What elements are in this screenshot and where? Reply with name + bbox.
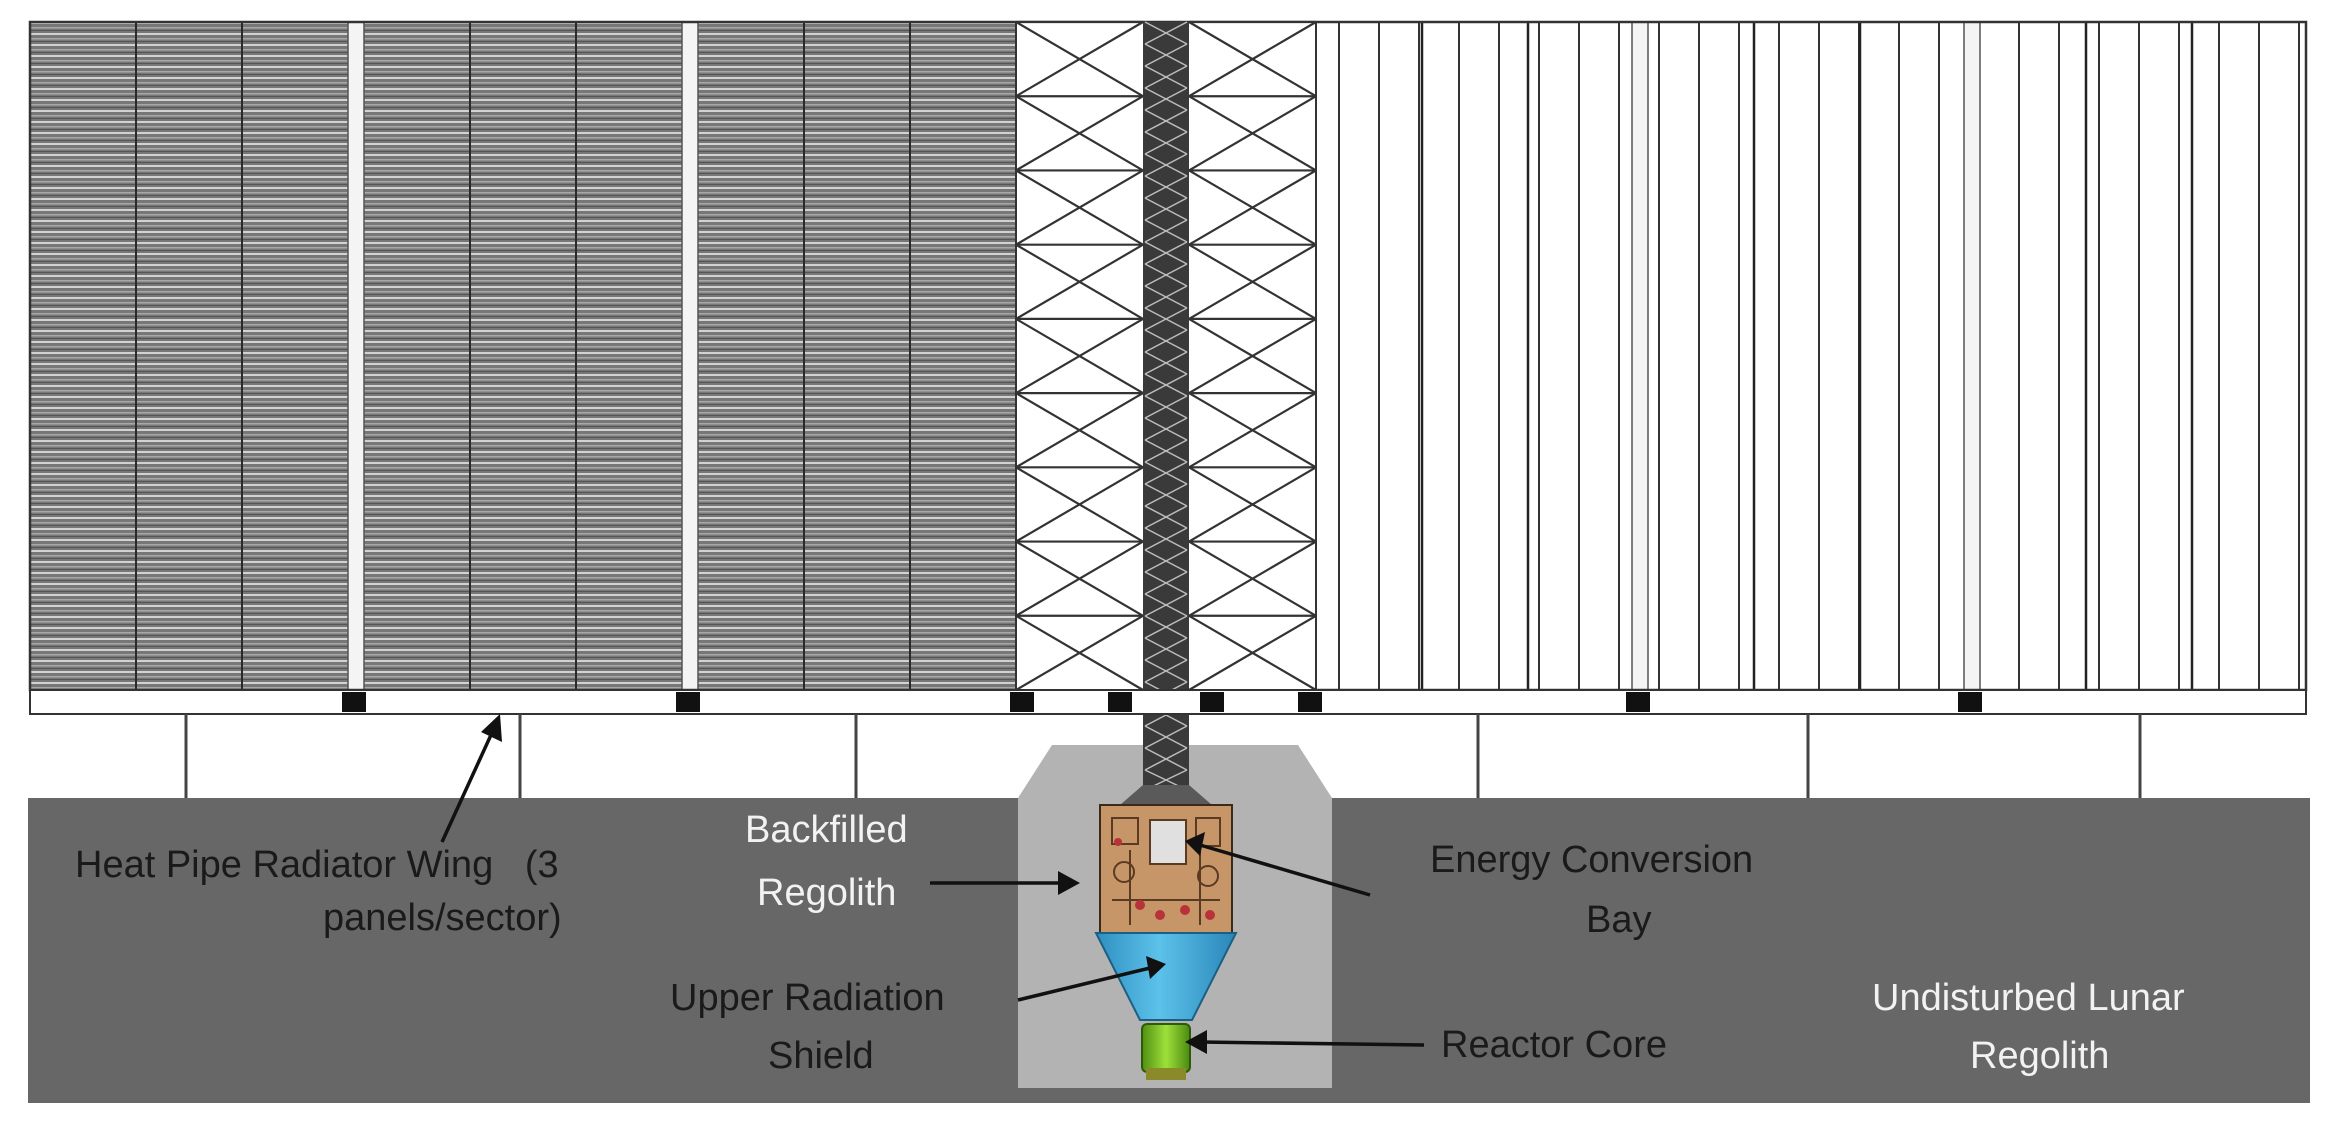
radiator-sector-left-2: [364, 22, 682, 690]
truss-member: [1015, 169, 1144, 246]
label-undisturbed-lunar: Undisturbed Lunar: [1872, 977, 2185, 1019]
mast-lattice-member: [1144, 65, 1188, 89]
mast-lattice-member: [1144, 329, 1188, 353]
label-heat-pipe-radiator-wing: Heat Pipe Radiator Wing (3: [75, 844, 559, 886]
truss-member: [1015, 614, 1144, 691]
truss-member: [1188, 95, 1317, 172]
truss-member: [1015, 21, 1144, 98]
mast-lattice-member: [1144, 395, 1188, 419]
mast-lattice-member: [1144, 615, 1188, 639]
reactor-assembly: [1094, 785, 1238, 1080]
mast-lattice-member: [1144, 747, 1188, 771]
mast-lattice-member: [1144, 725, 1188, 749]
label-backfilled: Backfilled: [745, 809, 908, 851]
radiator-sector-left-3: [698, 22, 1016, 690]
label-bay: Bay: [1586, 899, 1651, 941]
truss-member: [1188, 243, 1317, 320]
mast-lattice-member: [1144, 241, 1188, 265]
truss-member: [1015, 243, 1144, 320]
truss-member: [1015, 392, 1144, 469]
mast-lattice-member: [1144, 351, 1188, 375]
label-shield: Shield: [768, 1035, 874, 1077]
truss-member: [1188, 169, 1317, 246]
mast-lattice-member: [1144, 285, 1188, 309]
mast-lattice-member: [1144, 373, 1188, 397]
truss-member: [1188, 392, 1317, 469]
mast-lattice-member: [1144, 175, 1188, 199]
mast-lattice-member: [1144, 461, 1188, 485]
mast-lattice-member: [1144, 307, 1188, 331]
mast-lattice-member: [1144, 505, 1188, 529]
label-reactor-core: Reactor Core: [1441, 1024, 1667, 1066]
label-backfilled-regolith: Regolith: [757, 872, 896, 914]
truss-member: [1188, 466, 1317, 543]
label-undisturbed-regolith: Regolith: [1970, 1035, 2109, 1077]
radiator-array: [28, 20, 2308, 692]
radiator-sector-right-3: [1980, 22, 2306, 690]
truss-member: [1015, 466, 1144, 543]
mast-lattice-member: [1144, 197, 1188, 221]
mast-lattice-member: [1144, 109, 1188, 133]
radiator-sector-left-1: [30, 22, 348, 690]
mast-lattice-member: [1144, 263, 1188, 287]
reactor-core: [1141, 1023, 1191, 1073]
mast-lattice-member: [1144, 21, 1188, 45]
truss-member: [1188, 614, 1317, 691]
label-panels-per-sector: panels/sector): [323, 897, 562, 939]
truss-member: [1015, 317, 1144, 395]
label-energy-conversion: Energy Conversion: [1430, 839, 1753, 881]
mast-lattice-member: [1144, 549, 1188, 573]
mast-lattice-member: [1144, 131, 1188, 155]
truss-member: [1015, 540, 1144, 617]
mast-lattice-member: [1144, 417, 1188, 441]
truss-member: [1015, 95, 1144, 172]
mast-lattice-member: [1144, 659, 1188, 683]
truss-structure: [1015, 20, 1317, 810]
mast-lattice-member: [1144, 153, 1188, 177]
annotation-arrows: [440, 723, 1425, 1047]
mast-lattice-member: [1144, 527, 1188, 551]
mast-lattice-member: [1144, 483, 1188, 507]
radiator-sector-right-2: [1648, 22, 1964, 690]
base-beam: [29, 689, 2307, 798]
radiator-sector-right-1: [1316, 22, 1632, 690]
upper-radiation-shield: [1094, 932, 1238, 1021]
mast-lattice-member: [1144, 593, 1188, 617]
mast-lattice-member: [1144, 219, 1188, 243]
truss-member: [1188, 540, 1317, 617]
mast-lattice-member: [1144, 43, 1188, 67]
mast-lattice-member: [1144, 439, 1188, 463]
mast-lattice-member: [1144, 571, 1188, 595]
mast-lattice-member: [1144, 87, 1188, 111]
truss-member: [1188, 317, 1317, 395]
truss-member: [1188, 21, 1317, 98]
mast-lattice-member: [1144, 637, 1188, 661]
label-upper-radiation: Upper Radiation: [670, 977, 945, 1019]
